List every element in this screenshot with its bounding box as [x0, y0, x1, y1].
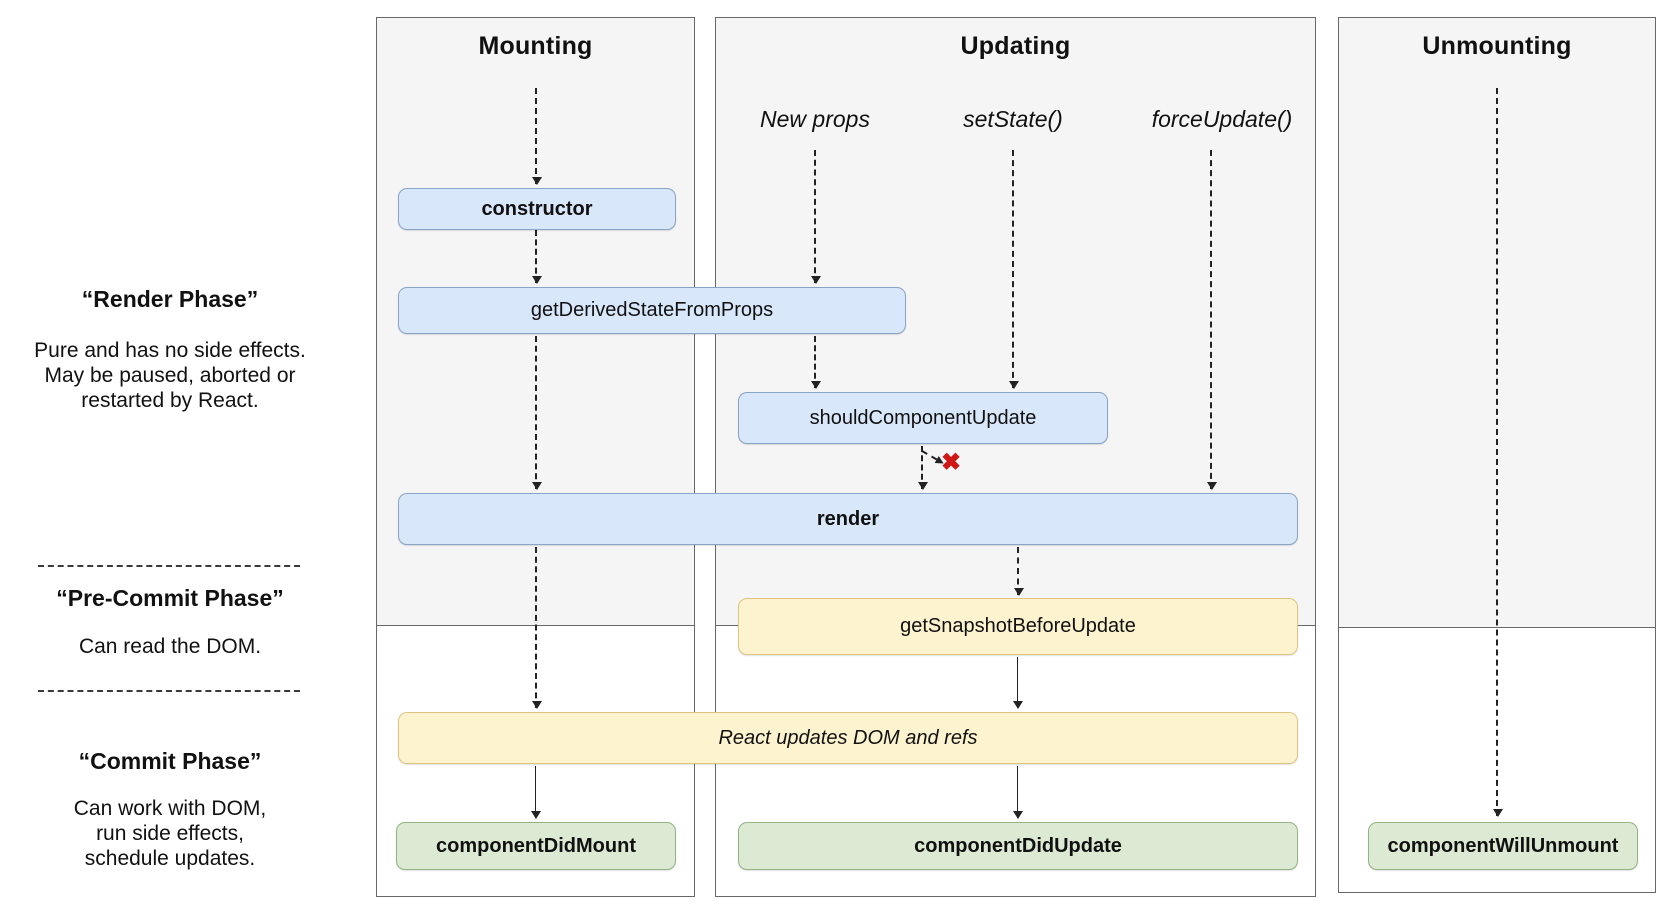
node-component-will-unmount: componentWillUnmount [1368, 822, 1638, 870]
arrow-new-props-to-gdsfp [810, 150, 821, 284]
phase-divider-bottom [38, 690, 300, 692]
node-component-did-mount: componentDidMount [396, 822, 676, 870]
arrow-scu-to-render [917, 446, 928, 490]
trigger-set-state: setState() [963, 106, 1063, 132]
arrow-mounting-start-to-constructor [531, 88, 542, 185]
node-constructor: constructor [398, 188, 676, 230]
arrow-set-state-to-scu [1008, 150, 1019, 389]
arrow-gsbu-to-react-updates [1012, 657, 1023, 709]
pre-commit-phase-title: “Pre-Commit Phase” [56, 585, 284, 611]
arrow-constructor-to-gdsfp [531, 230, 542, 284]
node-get-snapshot-before-update: getSnapshotBeforeUpdate [738, 598, 1298, 655]
unmounting-column-title: Unmounting [1422, 32, 1572, 60]
arrow-gdsfp-to-scu [810, 336, 821, 389]
render-phase-title: “Render Phase” [81, 286, 259, 312]
phase-divider-top [38, 565, 300, 567]
arrow-react-updates-to-component-did-update [1012, 766, 1023, 819]
node-should-component-update: shouldComponentUpdate [738, 392, 1108, 444]
node-component-did-update: componentDidUpdate [738, 822, 1298, 870]
render-phase-description: Pure and has no side effects. May be pau… [34, 339, 306, 412]
commit-phase-title: “Commit Phase” [78, 748, 262, 774]
updating-column-title: Updating [960, 32, 1071, 60]
node-get-derived-state-from-props: getDerivedStateFromProps [398, 287, 906, 334]
node-render: render [398, 493, 1298, 545]
arrow-react-updates-to-component-did-mount [530, 766, 541, 819]
no-update-x-icon: ✖ [941, 449, 962, 476]
node-react-updates-dom-and-refs: React updates DOM and refs [398, 712, 1298, 764]
arrow-render-to-react-updates [531, 547, 542, 709]
commit-phase-description: Can work with DOM, run side effects, sch… [73, 797, 267, 870]
arrow-render-to-gsbu [1013, 547, 1024, 596]
trigger-force-update: forceUpdate() [1151, 106, 1293, 132]
trigger-new-props: New props [760, 106, 870, 132]
arrow-unmounting-to-component-will-unmount [1492, 88, 1503, 817]
arrow-force-update-to-render [1206, 150, 1217, 490]
pre-commit-phase-description: Can read the DOM. [78, 635, 262, 658]
mounting-column-title: Mounting [478, 32, 593, 60]
arrow-gdsfp-to-render [531, 336, 542, 490]
